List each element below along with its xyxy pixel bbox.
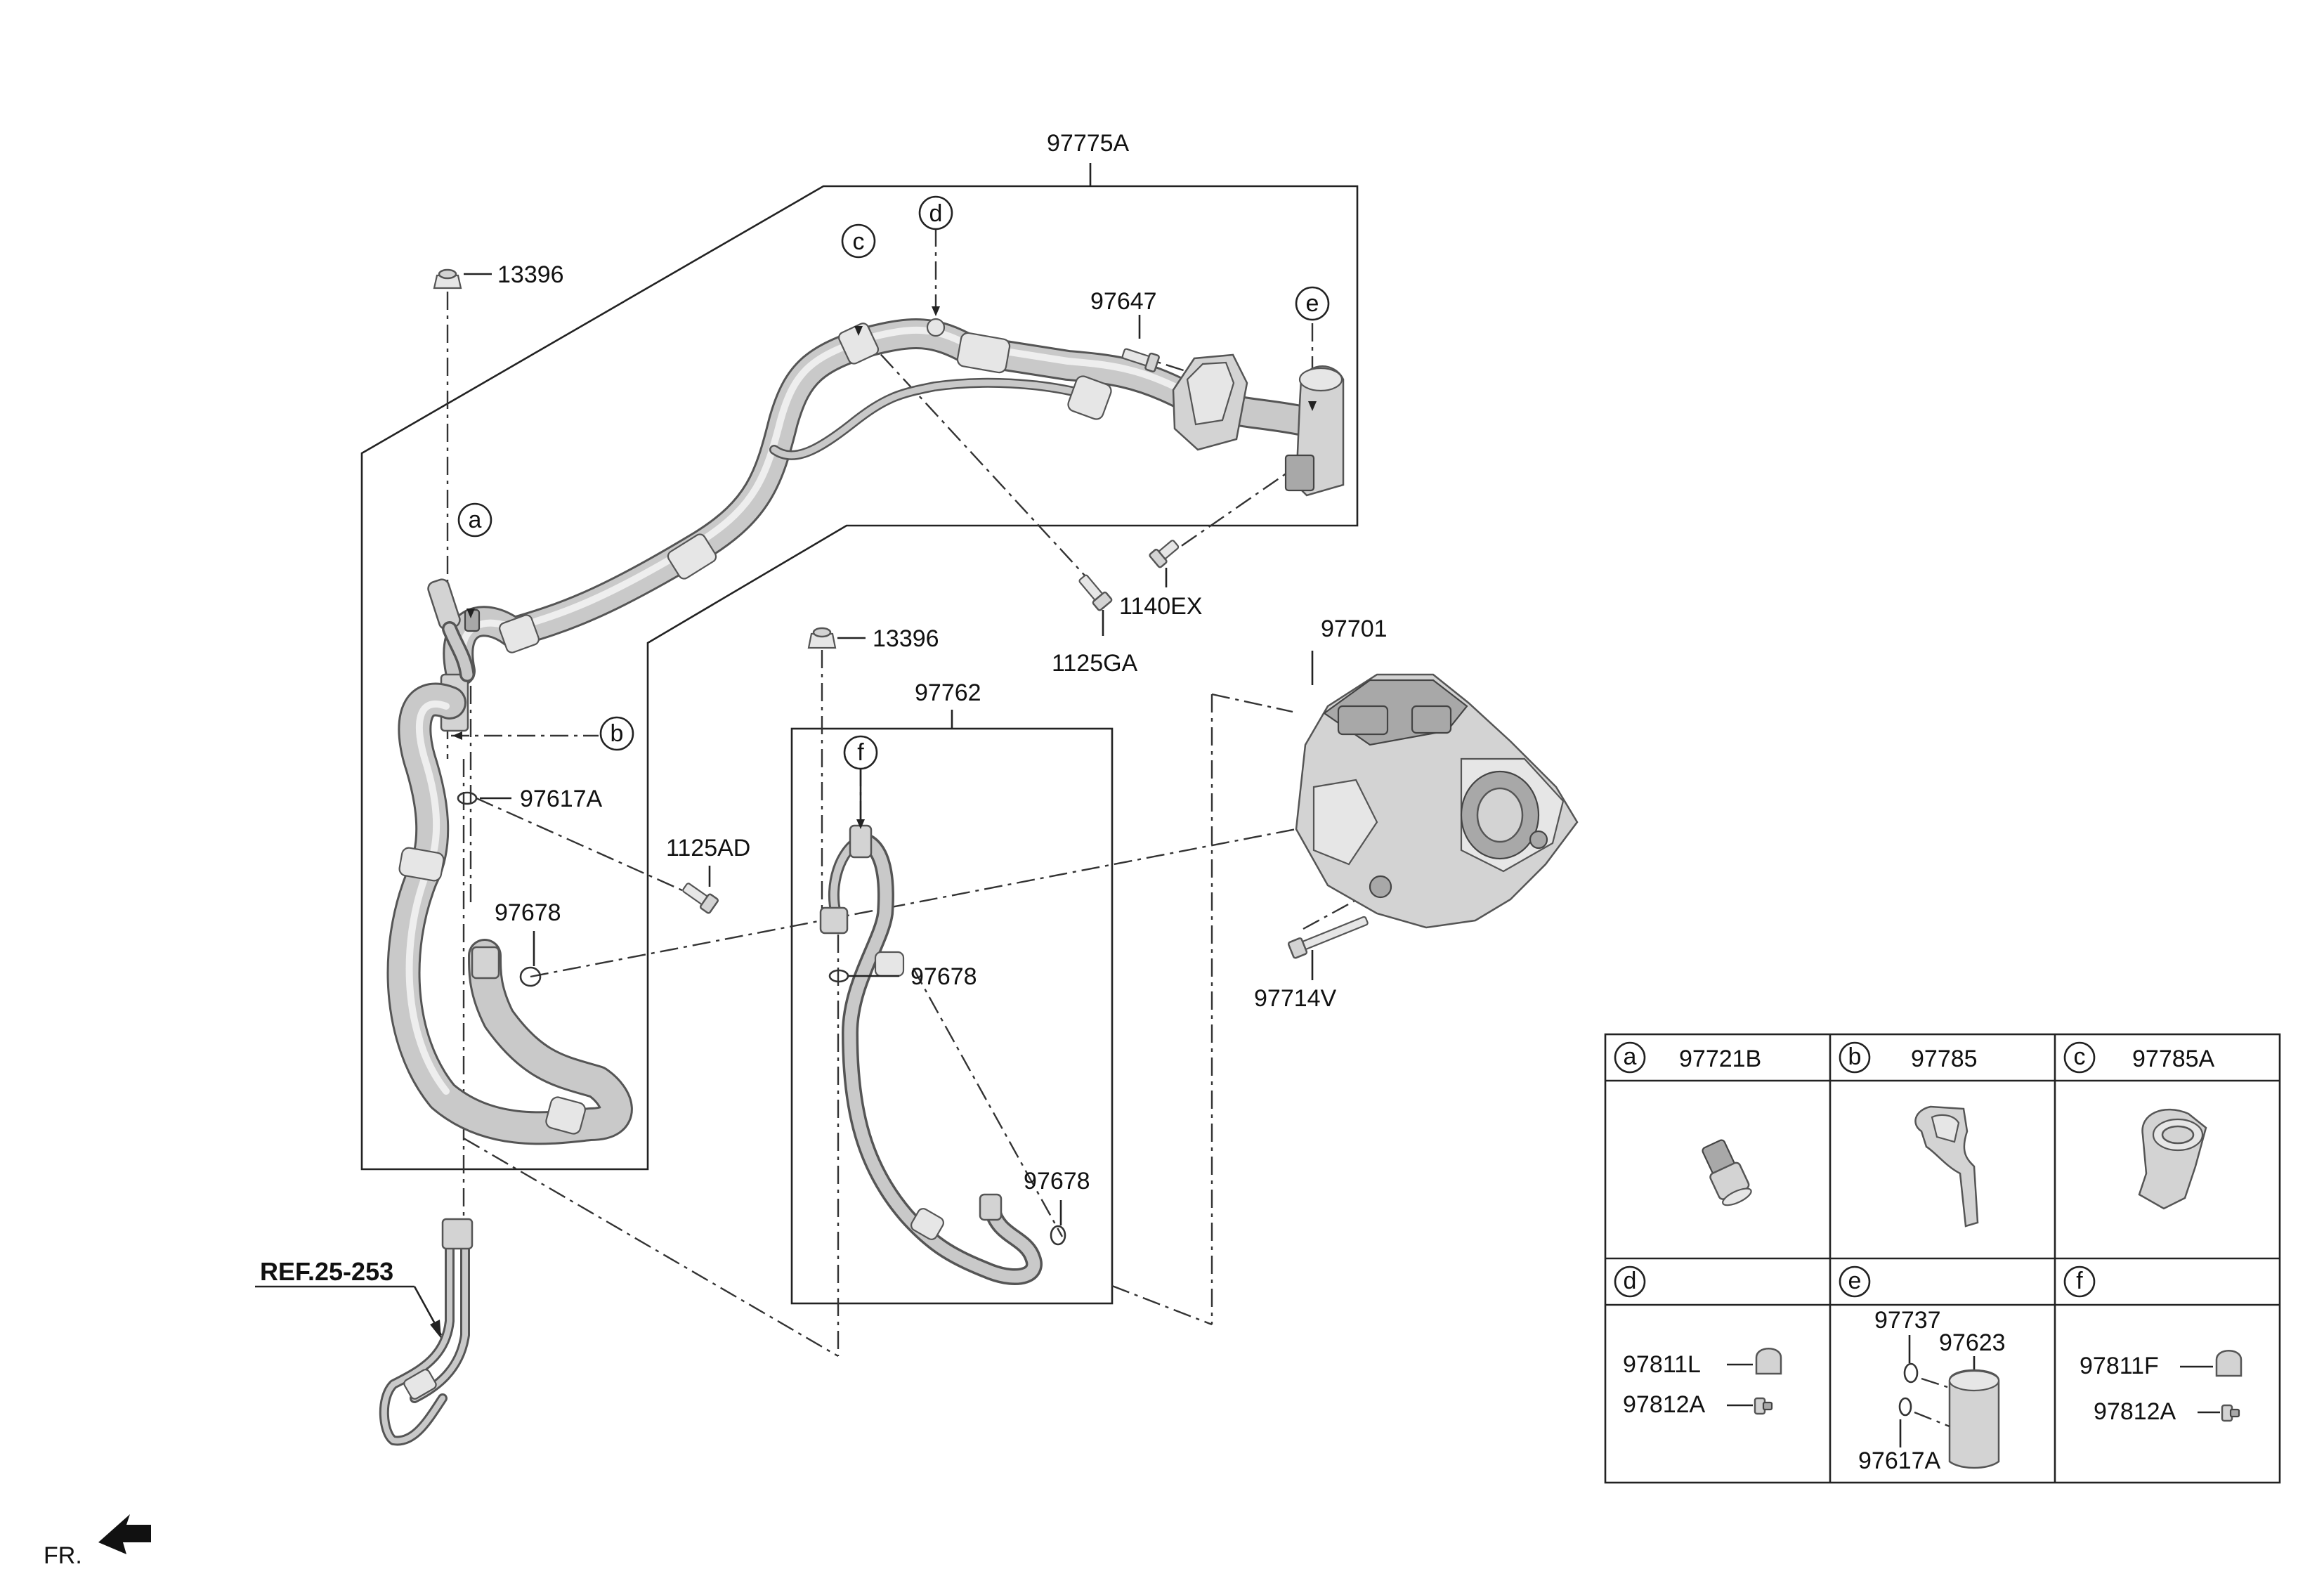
suction-pipe — [427, 318, 1345, 732]
legend-part-97785a — [2138, 1108, 2207, 1210]
label-97678-c: 97678 — [1024, 1168, 1090, 1195]
front-arrow-icon — [98, 1514, 151, 1554]
svg-text:b: b — [611, 720, 624, 747]
label-97701: 97701 — [1321, 616, 1388, 642]
svg-text:a: a — [469, 507, 482, 533]
legend-cell-a-header: a 97721B — [1614, 1041, 1761, 1074]
label-97678-a: 97678 — [495, 899, 561, 926]
svg-text:f: f — [2076, 1268, 2083, 1294]
label-97762: 97762 — [915, 679, 981, 706]
callout-a: a — [457, 502, 492, 538]
label-1125ga: 1125GA — [1052, 650, 1138, 677]
label-97678-b: 97678 — [910, 963, 977, 990]
svg-text:97811L: 97811L — [1623, 1351, 1701, 1378]
label-97647: 97647 — [1090, 288, 1157, 315]
svg-text:e: e — [1306, 290, 1319, 317]
label-97617a: 97617A — [520, 786, 603, 812]
svg-text:c: c — [2074, 1043, 2086, 1070]
legend-cell-d-parts: 97811L 97812A — [1623, 1348, 1782, 1418]
compressor-97701 — [1295, 673, 1579, 929]
label-1125ad: 1125AD — [666, 835, 750, 861]
label-front: FR. — [44, 1542, 82, 1569]
svg-text:c: c — [853, 228, 865, 255]
callout-b: b — [599, 716, 634, 751]
discharge-hose — [386, 682, 633, 1145]
label-13396-a: 13396 — [497, 261, 564, 288]
svg-text:97785A: 97785A — [2132, 1046, 2215, 1072]
label-1140ex: 1140EX — [1119, 593, 1202, 620]
oring-97678-c — [1050, 1225, 1066, 1246]
svg-text:97812A: 97812A — [1623, 1391, 1706, 1418]
oring-97678-a — [519, 966, 542, 987]
label-97714v: 97714V — [1254, 985, 1337, 1012]
bolt-97714v — [1287, 916, 1369, 959]
label-ref-25-253: REF.25-253 — [260, 1257, 393, 1286]
legend-cell-e-header: e — [1839, 1265, 1871, 1298]
svg-text:d: d — [929, 200, 943, 227]
svg-text:97721B: 97721B — [1679, 1046, 1761, 1072]
svg-text:a: a — [1624, 1043, 1637, 1070]
svg-text:97785: 97785 — [1911, 1046, 1978, 1072]
assembly-97775a-outline — [360, 163, 1359, 1171]
svg-text:d: d — [1624, 1268, 1637, 1294]
leader-lines — [255, 273, 1317, 1339]
part-labels: 97775A 13396 97647 1140EX 13396 1125GA 9… — [44, 130, 1388, 1569]
bolt-1125ga — [1078, 574, 1113, 611]
legend-part-97785 — [1914, 1105, 1979, 1228]
oring-97678-b — [828, 969, 849, 983]
label-13396-b: 13396 — [873, 625, 939, 652]
legend-cell-f-header: f — [2063, 1265, 2096, 1298]
svg-text:97617A: 97617A — [1858, 1447, 1941, 1474]
legend-part-97721b — [1702, 1139, 1752, 1206]
fasteners — [433, 268, 1369, 1246]
callout-f: f — [843, 735, 878, 770]
legend-cell-f-parts: 97811F 97812A — [2080, 1350, 2243, 1425]
hose-97762 — [819, 824, 1043, 1285]
svg-text:97812A: 97812A — [2094, 1398, 2176, 1425]
svg-text:97811F: 97811F — [2080, 1353, 2159, 1379]
svg-text:f: f — [857, 739, 864, 766]
hose-97762-outline — [790, 710, 1114, 1305]
svg-text:97737: 97737 — [1874, 1307, 1941, 1334]
legend-cell-b-header: b 97785 — [1839, 1041, 1978, 1074]
svg-text:e: e — [1848, 1268, 1862, 1294]
legend-cell-c-header: c 97785A — [2063, 1041, 2215, 1074]
callout-e: e — [1295, 286, 1330, 321]
label-97775a: 97775A — [1047, 130, 1130, 157]
bolt-97647 — [1121, 348, 1160, 372]
legend-table: a 97721B b 97785 c 97785A d e f — [1604, 1033, 2281, 1484]
legend-cell-d-header: d — [1614, 1265, 1646, 1298]
svg-text:b: b — [1848, 1043, 1862, 1070]
svg-text:97623: 97623 — [1939, 1329, 2006, 1356]
ref-25-253-part — [379, 1218, 474, 1446]
bolt-1125ad — [682, 883, 719, 914]
legend-cell-e-parts: 97737 97623 97617A — [1858, 1307, 2006, 1474]
callout-c: c — [841, 223, 876, 259]
bolt-1140ex — [1149, 540, 1180, 568]
oring-97617a — [457, 791, 478, 805]
callout-d: d — [918, 195, 953, 230]
